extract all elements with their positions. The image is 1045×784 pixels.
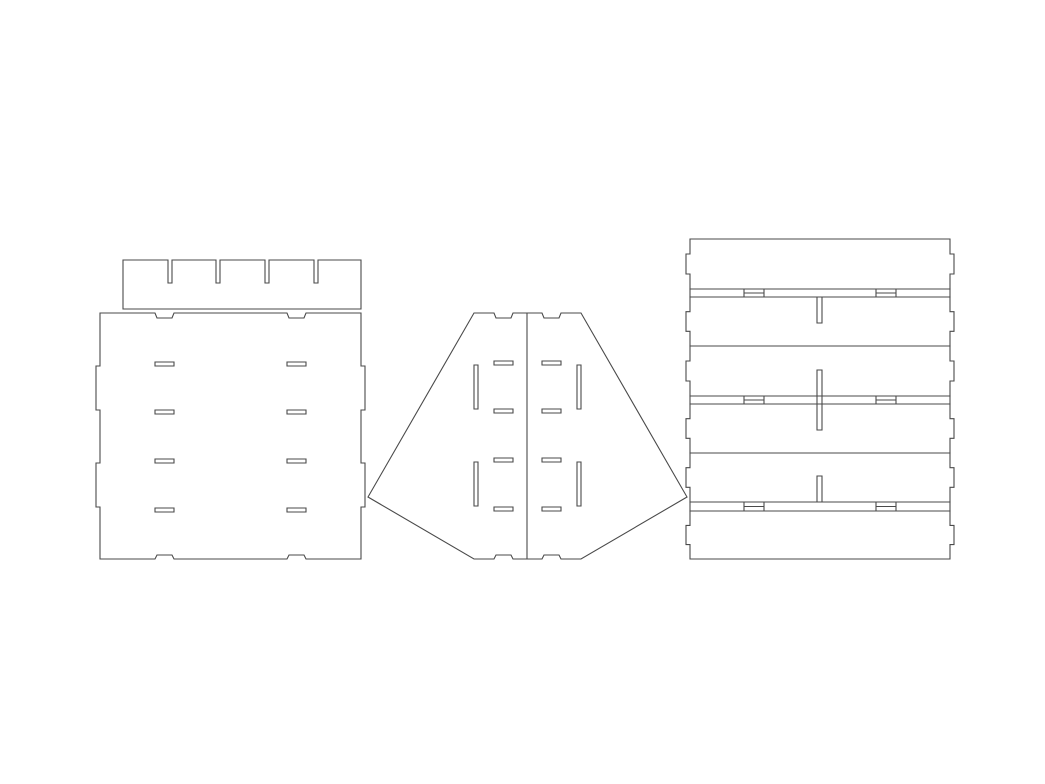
vertical-slot <box>473 364 479 410</box>
slot <box>286 458 307 464</box>
slot <box>286 507 307 513</box>
slot <box>541 360 562 366</box>
joint-bar <box>895 395 951 405</box>
slot <box>286 409 307 415</box>
slot <box>493 360 514 366</box>
plank-5 <box>685 452 955 503</box>
slot <box>493 506 514 512</box>
plank-1 <box>685 238 955 290</box>
plank-2 <box>685 296 955 347</box>
joint-bar <box>895 501 951 512</box>
slot <box>286 361 307 367</box>
joint-bar <box>763 501 877 512</box>
cross-slot <box>816 475 823 503</box>
joint-bar <box>763 288 877 298</box>
joint-bar <box>895 288 951 298</box>
square-outline <box>95 312 366 560</box>
slot <box>541 506 562 512</box>
stacked-planks <box>685 238 955 560</box>
cross-slot <box>816 296 823 324</box>
hexagonal-panel <box>367 312 688 560</box>
slot <box>493 457 514 463</box>
slotted-strip <box>122 259 362 310</box>
slot <box>154 507 175 513</box>
slot <box>493 408 514 414</box>
slot <box>541 457 562 463</box>
slot <box>154 361 175 367</box>
cross-slot <box>816 369 823 431</box>
square-panel <box>95 312 366 560</box>
vertical-slot <box>576 461 582 507</box>
joint-bar <box>689 395 745 405</box>
hex-right-half <box>527 312 688 560</box>
strip-outline <box>122 259 362 310</box>
plank-6 <box>685 510 955 560</box>
vertical-slot <box>576 364 582 410</box>
joint-bar <box>763 395 877 405</box>
slot <box>541 408 562 414</box>
joint-bar <box>689 501 745 512</box>
vertical-slot <box>473 461 479 507</box>
slot <box>154 409 175 415</box>
plank-4 <box>685 403 955 454</box>
slot <box>154 458 175 464</box>
plank-3 <box>685 345 955 397</box>
joint-bar <box>689 288 745 298</box>
hex-left-half <box>367 312 528 560</box>
